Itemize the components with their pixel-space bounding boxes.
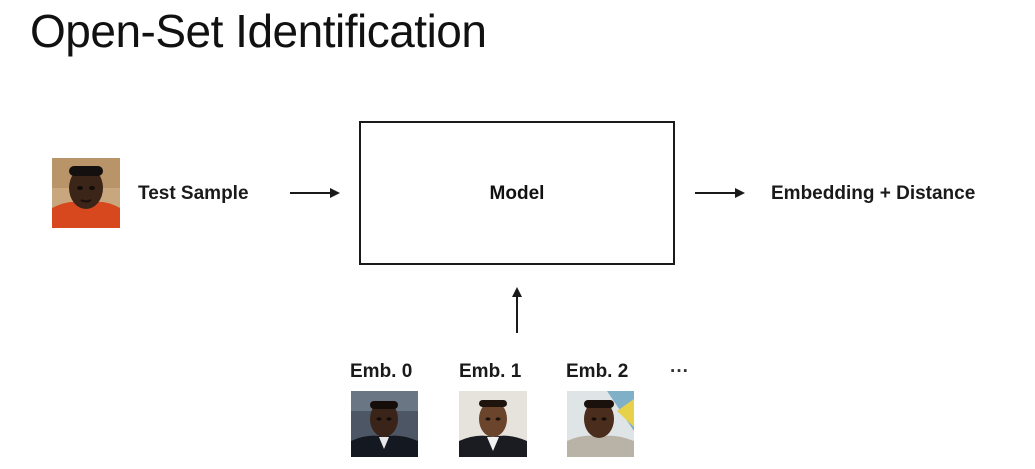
gallery-photo-2 (567, 391, 634, 457)
test-sample-label: Test Sample (138, 183, 249, 204)
arrow-from-gallery (512, 287, 522, 333)
gallery-photo-1 (459, 391, 527, 457)
gallery-label-0: Emb. 0 (350, 361, 413, 382)
slide-title: Open-Set Identification (30, 5, 487, 57)
arrow-to-output (695, 188, 745, 198)
gallery-more: ··· (670, 361, 689, 382)
arrow-to-model (290, 188, 340, 198)
gallery-label-1: Emb. 1 (459, 361, 522, 382)
output-label: Embedding + Distance (771, 183, 976, 204)
model-label: Model (489, 183, 545, 204)
gallery-photo-0 (351, 391, 418, 457)
test-sample-photo (52, 158, 120, 228)
gallery-label-2: Emb. 2 (566, 361, 629, 382)
model-box: Model (359, 121, 675, 265)
